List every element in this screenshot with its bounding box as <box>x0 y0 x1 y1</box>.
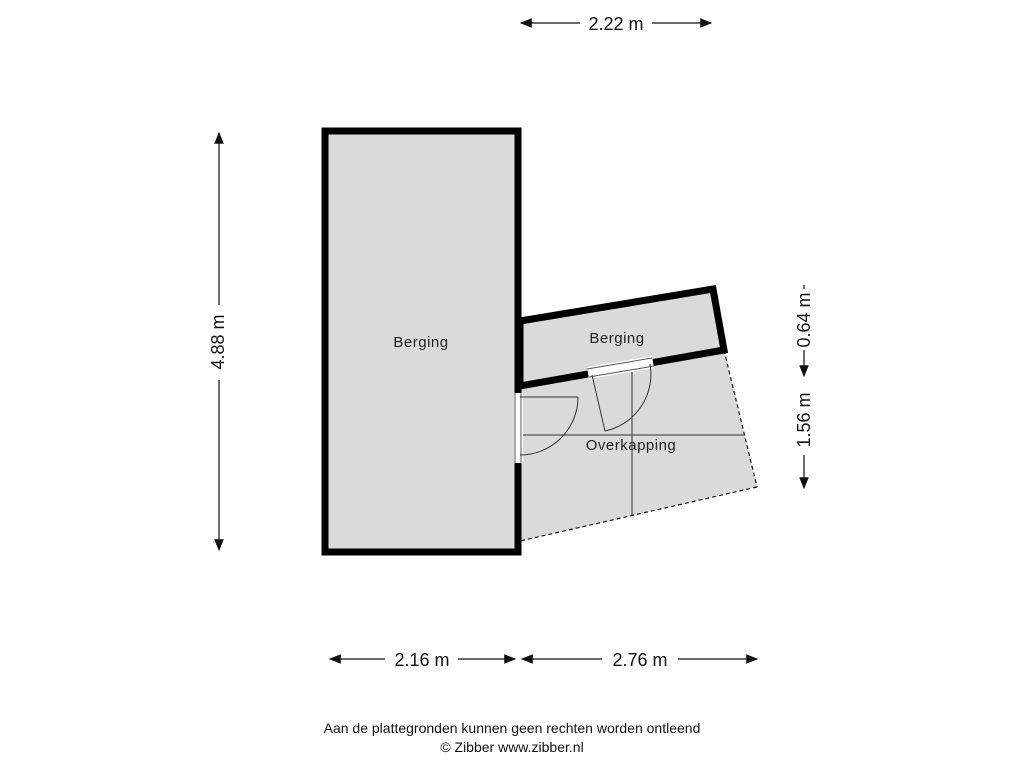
room-label-covered-area: Overkapping <box>586 437 677 454</box>
covered-area-edge-bottom <box>519 486 758 542</box>
dimension-right-upper-label: 0.64 m <box>794 292 814 347</box>
door-swing-large-room <box>519 396 579 456</box>
small-storage-room <box>516 284 729 391</box>
door-opening-large-room <box>514 393 523 463</box>
door-swing-small-room <box>604 363 652 432</box>
door-opening-small-room <box>587 356 654 379</box>
dimension-top-label: 2.22 m <box>588 14 643 34</box>
dimension-bottom-right-label: 2.76 m <box>612 650 667 670</box>
door-leaf-small-room <box>591 374 606 432</box>
footer-copyright: © Zibber www.zibber.nl <box>440 739 584 755</box>
dimension-left-label: 4.88 m <box>208 314 228 369</box>
dimension-right-lower-label: 1.56 m <box>794 392 814 447</box>
room-label-large-storage: Berging <box>393 334 448 351</box>
footer-disclaimer: Aan de plattegronden kunnen geen rechten… <box>323 720 701 736</box>
dimension-bottom-left-label: 2.16 m <box>394 650 449 670</box>
room-label-small-storage: Berging <box>589 330 644 347</box>
large-storage-room <box>321 127 522 556</box>
covered-area-floor <box>520 350 757 541</box>
covered-area-edge-right <box>723 349 758 488</box>
